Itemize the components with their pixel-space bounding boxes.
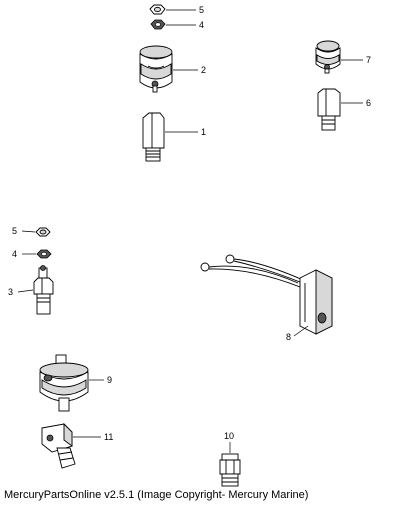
callout-1: 1 [201,127,206,137]
callout-8: 8 [286,332,291,342]
callout-2: 2 [201,65,206,75]
part-1-adapter [142,112,165,162]
part-5-nut-top [149,4,166,15]
callout-3: 3 [8,287,13,297]
callout-4-top: 4 [199,20,204,30]
callout-11: 11 [104,432,113,442]
part-5-nut-lower [35,227,51,237]
callout-9: 9 [107,375,112,385]
part-11-elbow [41,422,76,469]
callout-6: 6 [366,98,371,108]
image-caption: MercuryPartsOnline v2.5.1 (Image Copyrig… [4,489,309,501]
callout-4-lower: 4 [12,249,17,259]
part-2-switch [139,45,173,93]
callout-5-top: 5 [199,5,204,15]
callout-7: 7 [366,55,371,65]
part-7-sender [315,40,341,74]
part-8-harness [200,254,333,335]
callout-10: 10 [224,431,234,441]
part-3-sender [33,265,54,315]
callout-5-lower: 5 [12,226,17,236]
part-9-knock-sensor [39,354,89,412]
part-10-fitting [219,453,241,487]
part-4-washer-lower [36,249,52,259]
part-4-washer-top [150,19,166,30]
part-6-fitting [317,88,341,131]
